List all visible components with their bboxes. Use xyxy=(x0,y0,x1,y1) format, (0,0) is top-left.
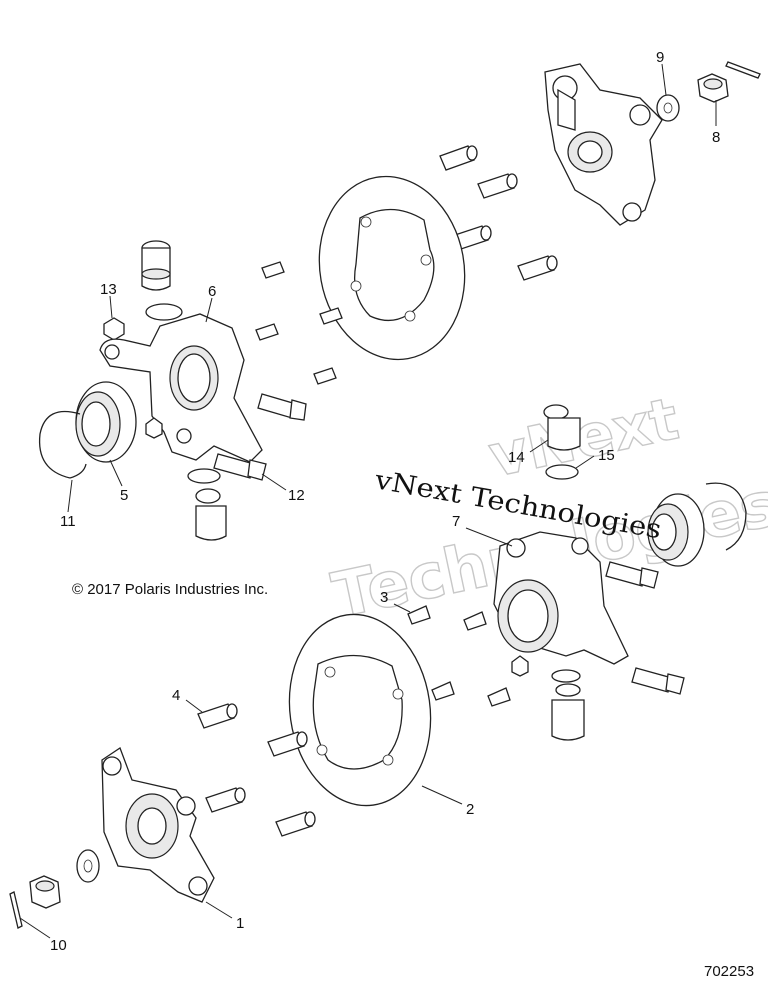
bolts-right xyxy=(605,561,685,695)
copyright-text: © 2017 Polaris Industries Inc. xyxy=(72,581,268,598)
cotter-pin-10 xyxy=(9,891,23,929)
callout-2: 2 xyxy=(466,801,474,818)
document-number: 702253 xyxy=(704,963,754,980)
cotter-pin-top xyxy=(725,61,761,79)
ball-joint-right-lower xyxy=(551,669,585,741)
callout-14: 14 xyxy=(508,449,525,466)
watermark-ghost-top: vNext xyxy=(483,384,684,490)
studs-top xyxy=(439,145,558,281)
ball-joint-top xyxy=(141,240,171,291)
bolts-12 xyxy=(213,393,307,481)
knuckle-6 xyxy=(99,313,263,463)
ball-joint-lower-left xyxy=(187,468,227,541)
snap-ring-15 xyxy=(545,464,579,480)
washer-9 xyxy=(656,94,680,122)
callout-8: 8 xyxy=(712,129,720,146)
nut-13 xyxy=(103,317,125,341)
callout-6: 6 xyxy=(208,283,216,300)
snap-ring-top-left xyxy=(145,303,183,321)
snap-ring-right xyxy=(705,482,747,551)
screws-top xyxy=(255,261,343,385)
callout-10: 10 xyxy=(50,937,67,954)
callout-11: 11 xyxy=(60,513,76,530)
washer-bottom xyxy=(76,849,100,883)
rotor-bottom xyxy=(288,613,432,807)
screws-3 xyxy=(407,605,511,707)
callout-numbers: 1 2 3 4 5 6 7 8 9 10 11 12 13 14 15 xyxy=(50,49,720,954)
ball-joint-right-top xyxy=(543,404,581,451)
hub-bottom xyxy=(101,747,215,903)
callout-15: 15 xyxy=(598,447,615,464)
callout-7: 7 xyxy=(452,513,460,530)
callout-5: 5 xyxy=(120,487,128,504)
small-nut-right xyxy=(511,655,529,677)
snap-ring-11 xyxy=(38,410,87,479)
callout-9: 9 xyxy=(656,49,664,66)
small-nut-left xyxy=(145,417,163,439)
rotor-top xyxy=(318,175,466,361)
knuckle-7 xyxy=(493,531,629,665)
castle-nut-bottom xyxy=(29,875,61,909)
callout-4: 4 xyxy=(172,687,180,704)
callout-1: 1 xyxy=(236,915,244,932)
bearing-right xyxy=(647,493,705,567)
studs-4 xyxy=(197,703,316,837)
callout-12: 12 xyxy=(288,487,305,504)
callout-13: 13 xyxy=(100,281,117,298)
callout-3: 3 xyxy=(380,589,388,606)
hub-top xyxy=(544,63,663,226)
leader-lines xyxy=(19,63,717,939)
castle-nut-8 xyxy=(697,73,729,103)
bearing-5 xyxy=(75,381,137,463)
